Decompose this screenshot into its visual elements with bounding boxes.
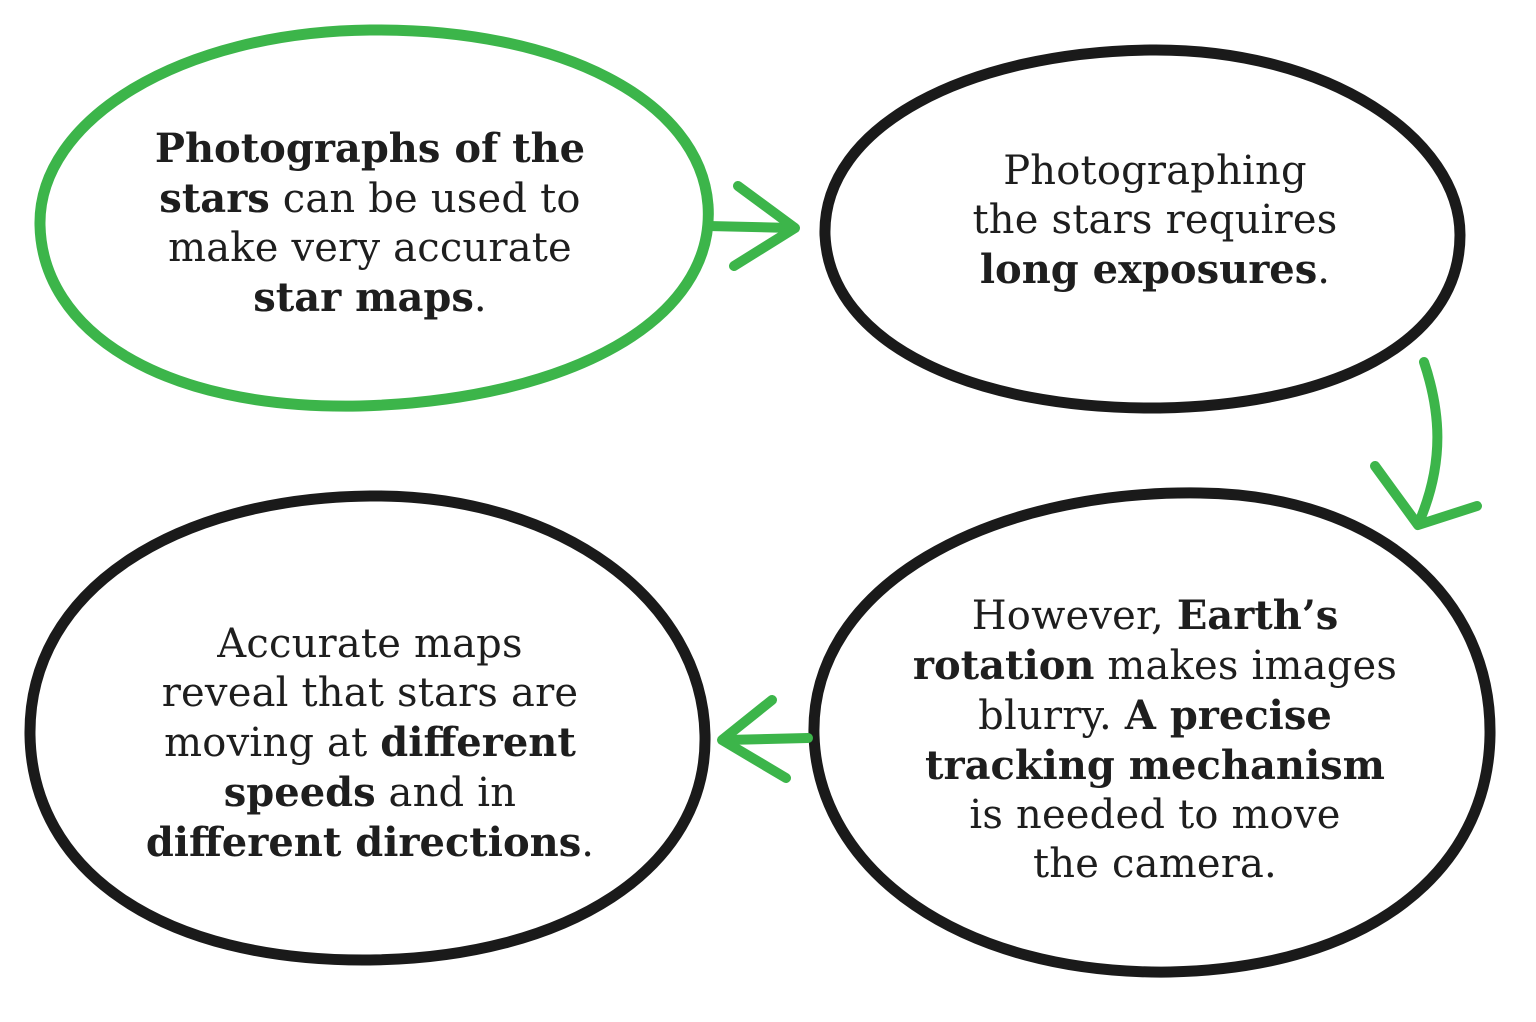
arrow-3-to-4 xyxy=(717,695,813,783)
bubble-3-line: However, Earth’s xyxy=(971,592,1339,639)
bubble-3-line: rotation makes images xyxy=(912,642,1398,689)
bubble-1-line: Photographs of the xyxy=(154,125,586,172)
bubble-2-line: Photographing xyxy=(1003,148,1307,194)
bubble-1-line: star maps. xyxy=(253,274,487,321)
arrow-1-to-2 xyxy=(703,181,800,271)
bubble-1-outline xyxy=(34,24,714,412)
bubble-3-line: the camera. xyxy=(1033,841,1277,887)
bubble-4-line: different directions. xyxy=(145,819,595,866)
bubble-3-line: is needed to move xyxy=(969,792,1341,838)
bubble-4-line: Accurate maps xyxy=(217,621,523,667)
bubble-1-line: stars can be used to xyxy=(159,175,581,222)
bubble-2-text: Photographing the stars requires long ex… xyxy=(885,147,1425,295)
bubble-4-line: reveal that stars are xyxy=(161,670,579,716)
bubble-1-text: Photographs of the stars can be used to … xyxy=(100,124,640,323)
bubble-3-text: However, Earth’s rotation makes images b… xyxy=(875,591,1435,889)
bubble-4-line: speeds and in xyxy=(223,769,517,816)
bubble-3-outline xyxy=(808,487,1496,978)
bubble-3-line: blurry. A precise xyxy=(978,692,1332,739)
bubble-4-line: moving at different xyxy=(164,719,576,766)
bubble-2-line: the stars requires xyxy=(972,197,1338,243)
bubble-2-outline xyxy=(819,44,1466,414)
arrow-2-to-3 xyxy=(1370,357,1482,530)
bubble-3-line: tracking mechanism xyxy=(925,742,1385,789)
bubble-2-line: long exposures. xyxy=(979,246,1331,293)
bubble-1-line: make very accurate xyxy=(168,225,572,271)
bubble-4-outline xyxy=(24,490,711,966)
bubble-4-text: Accurate maps reveal that stars are movi… xyxy=(95,620,645,868)
